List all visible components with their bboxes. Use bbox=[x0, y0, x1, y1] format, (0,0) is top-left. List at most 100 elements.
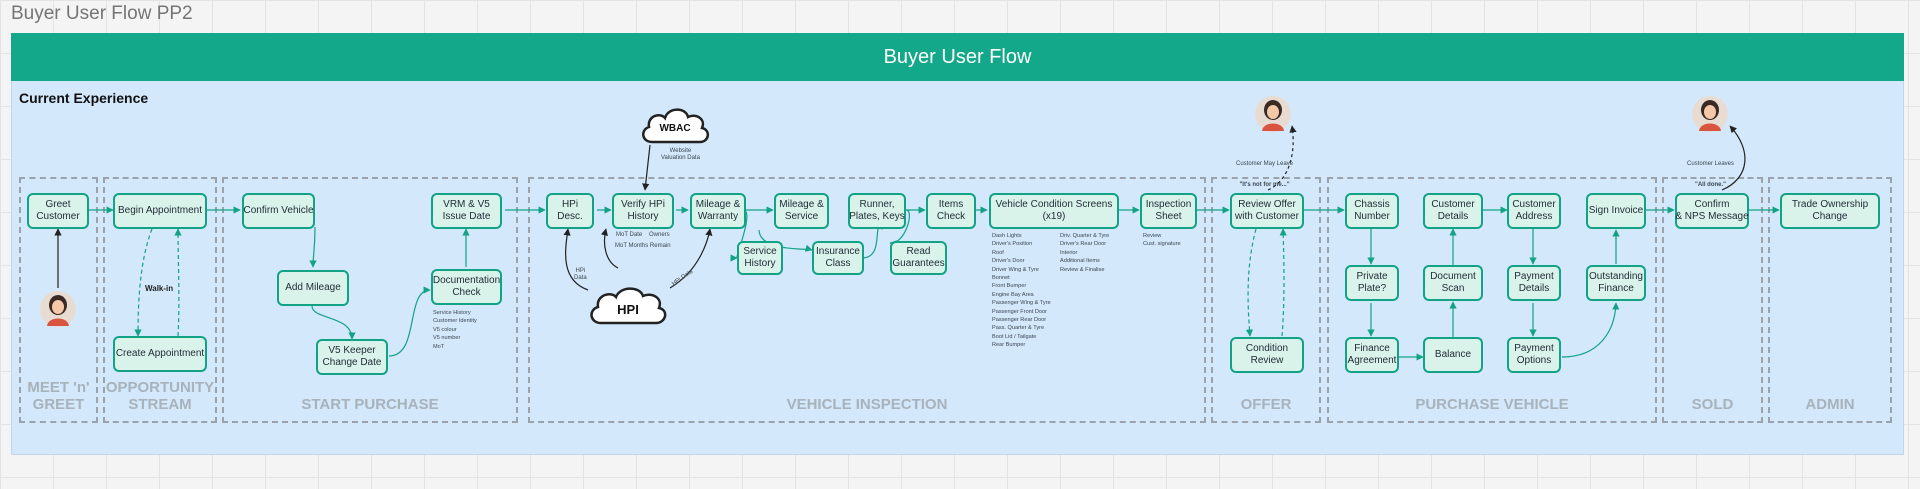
node-chassis-number[interactable]: Chassis Number bbox=[1345, 193, 1399, 229]
node-label: Vehicle Condition Screens (x19) bbox=[995, 199, 1113, 222]
all-done-quote: "All done." bbox=[1695, 182, 1727, 188]
node-label: Verify HPi History bbox=[621, 199, 665, 222]
node-sign-invoice[interactable]: Sign Invoice bbox=[1586, 193, 1646, 229]
hpi-cloud-icon: HPI bbox=[586, 283, 670, 327]
node-confirm-nps-message[interactable]: Confirm & NPS Message bbox=[1675, 193, 1749, 229]
node-finance-agreement[interactable]: Finance Agreement bbox=[1345, 337, 1399, 373]
node-label: VRM & V5 Issue Date bbox=[442, 199, 491, 222]
lane-sold: SOLD bbox=[1662, 177, 1763, 423]
node-label: HPi Desc. bbox=[557, 199, 583, 222]
customer-may-leave-label: Customer May Leave "It's not for me..." bbox=[1236, 147, 1293, 196]
node-label: Confirm Vehicle bbox=[243, 205, 314, 216]
node-v5-keeper-change-date[interactable]: V5 Keeper Change Date bbox=[316, 339, 388, 375]
wbac-cloud-icon: WBAC bbox=[638, 104, 712, 146]
lane-label: SOLD bbox=[1691, 396, 1734, 413]
node-runner-plates-keys[interactable]: Runner, Plates, Keys bbox=[848, 193, 906, 229]
node-insurance-class[interactable]: Insurance Class bbox=[812, 241, 864, 275]
customer-avatar-sold-icon bbox=[1692, 96, 1728, 132]
node-condition-review[interactable]: Condition Review bbox=[1230, 337, 1304, 373]
website-valuation-label: Website Valuation Data bbox=[661, 148, 700, 161]
node-private-plate[interactable]: Private Plate? bbox=[1345, 265, 1399, 301]
node-label: Trade Ownership Change bbox=[1791, 199, 1869, 222]
node-trade-ownership-change[interactable]: Trade Ownership Change bbox=[1780, 193, 1880, 229]
node-payment-options[interactable]: Payment Options bbox=[1507, 337, 1561, 373]
node-vehicle-condition-screens[interactable]: Vehicle Condition Screens (x19) bbox=[989, 193, 1119, 229]
documentation-note: Service History Customer Identity V5 col… bbox=[433, 310, 477, 350]
lane-label: ADMIN bbox=[1805, 396, 1855, 413]
lane-opportunity-stream: OPPORTUNITY STREAM bbox=[103, 177, 217, 423]
cloud-shape bbox=[590, 287, 667, 325]
node-label: Insurance Class bbox=[816, 246, 860, 269]
node-label: Runner, Plates, Keys bbox=[849, 199, 905, 222]
node-documentation-check[interactable]: Documentation Check bbox=[431, 269, 502, 305]
node-items-check[interactable]: Items Check bbox=[926, 193, 976, 229]
node-service-history[interactable]: Service History bbox=[737, 241, 783, 275]
node-verify-hpi-history[interactable]: Verify HPi History bbox=[612, 193, 674, 229]
node-outstanding-finance[interactable]: Outstanding Finance bbox=[1586, 265, 1646, 301]
node-label: Read Guarantees bbox=[892, 246, 945, 269]
node-label: Greet Customer bbox=[36, 199, 80, 222]
lane-label: START PURCHASE bbox=[301, 396, 439, 413]
node-label: Mileage & Warranty bbox=[695, 199, 741, 222]
node-vrm-v5-issue-date[interactable]: VRM & V5 Issue Date bbox=[431, 193, 502, 229]
banner-title: Buyer User Flow bbox=[11, 33, 1904, 81]
node-label: Payment Options bbox=[1514, 343, 1554, 366]
lane-label: VEHICLE INSPECTION bbox=[786, 396, 948, 413]
customer-may-leave-text: Customer May Leave bbox=[1236, 161, 1294, 167]
node-label: Private Plate? bbox=[1356, 271, 1388, 294]
lane-meet-greet: MEET 'n' GREET bbox=[19, 177, 98, 423]
owners-label: Owners bbox=[649, 232, 670, 238]
node-inspection-sheet[interactable]: Inspection Sheet bbox=[1140, 193, 1197, 229]
node-label: Create Appointment bbox=[115, 348, 205, 359]
node-hpi-desc[interactable]: HPi Desc. bbox=[546, 193, 594, 229]
node-create-appointment[interactable]: Create Appointment bbox=[113, 336, 207, 372]
node-payment-details[interactable]: Payment Details bbox=[1507, 265, 1561, 301]
node-label: Customer Address bbox=[1512, 199, 1556, 222]
not-for-me-quote: "It's not for me..." bbox=[1239, 182, 1290, 188]
node-label: Document Scan bbox=[1430, 271, 1476, 294]
node-review-offer[interactable]: Review Offer with Customer bbox=[1230, 193, 1304, 229]
node-customer-details[interactable]: Customer Details bbox=[1423, 193, 1483, 229]
node-begin-appointment[interactable]: Begin Appointment bbox=[113, 193, 207, 229]
cloud-shape bbox=[642, 108, 709, 144]
customer-leaves-text: Customer Leaves bbox=[1687, 161, 1735, 167]
lane-label: PURCHASE VEHICLE bbox=[1415, 396, 1569, 413]
node-customer-address[interactable]: Customer Address bbox=[1507, 193, 1561, 229]
node-label: Sign Invoice bbox=[1588, 205, 1644, 216]
node-confirm-vehicle[interactable]: Confirm Vehicle bbox=[242, 193, 315, 229]
lane-label: OPPORTUNITY STREAM bbox=[105, 379, 215, 413]
section-subtitle: Current Experience bbox=[19, 90, 149, 106]
node-read-guarantees[interactable]: Read Guarantees bbox=[890, 241, 947, 275]
node-label: Documentation Check bbox=[432, 275, 501, 298]
node-label: Add Mileage bbox=[285, 282, 341, 293]
mot-date-label: MoT Date bbox=[616, 232, 643, 238]
node-label: Balance bbox=[1434, 349, 1472, 360]
node-mileage-service[interactable]: Mileage & Service bbox=[774, 193, 829, 229]
node-label: Outstanding Finance bbox=[1589, 271, 1643, 294]
node-balance[interactable]: Balance bbox=[1423, 337, 1483, 373]
walk-in-label: Walk-in bbox=[145, 284, 174, 293]
node-label: Customer Details bbox=[1431, 199, 1475, 222]
node-add-mileage[interactable]: Add Mileage bbox=[277, 270, 349, 306]
inspection-note: Review Cust. signature bbox=[1143, 233, 1181, 248]
customer-avatar-offer-icon bbox=[1255, 96, 1291, 132]
node-label: Finance Agreement bbox=[1347, 343, 1397, 366]
board-title: Buyer User Flow PP2 bbox=[11, 3, 193, 24]
node-label: Payment Details bbox=[1514, 271, 1554, 294]
node-greet-customer[interactable]: Greet Customer bbox=[27, 193, 89, 229]
node-label: Begin Appointment bbox=[118, 205, 202, 216]
node-document-scan[interactable]: Document Scan bbox=[1423, 265, 1483, 301]
lane-label: OFFER bbox=[1240, 396, 1292, 413]
lane-offer: OFFER bbox=[1211, 177, 1321, 423]
lane-start-purchase: START PURCHASE bbox=[222, 177, 518, 423]
node-label: Chassis Number bbox=[1354, 199, 1390, 222]
wbac-label: WBAC bbox=[659, 123, 691, 134]
node-mileage-warranty[interactable]: Mileage & Warranty bbox=[690, 193, 746, 229]
node-label: V5 Keeper Change Date bbox=[322, 345, 382, 368]
lane-label: MEET 'n' GREET bbox=[27, 379, 90, 413]
customer-avatar-icon bbox=[40, 291, 76, 327]
diagram-frame bbox=[11, 33, 1904, 455]
node-label: Service History bbox=[743, 246, 777, 269]
lane-vehicle-inspection: VEHICLE INSPECTION bbox=[528, 177, 1206, 423]
